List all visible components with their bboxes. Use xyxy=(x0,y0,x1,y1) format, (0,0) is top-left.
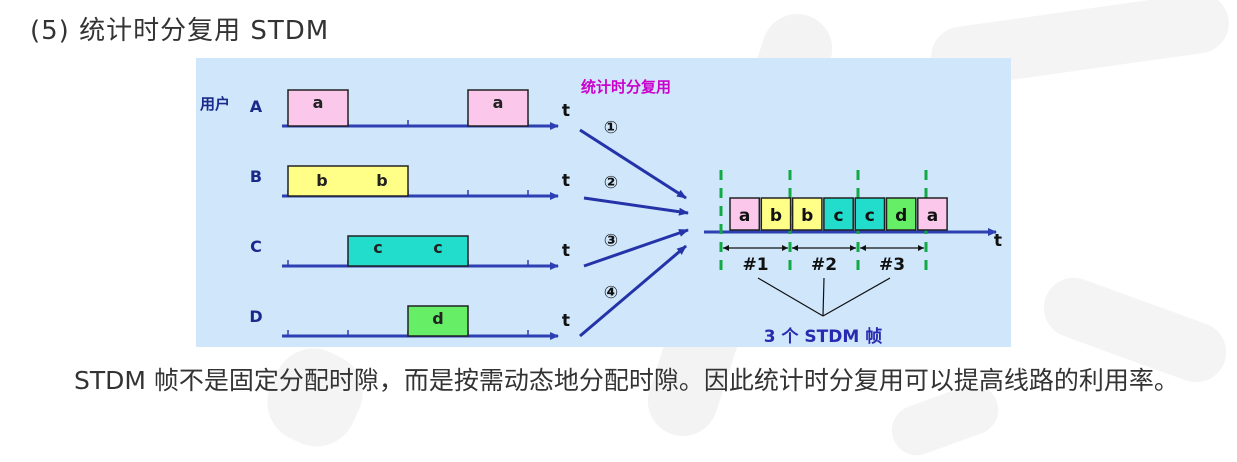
frame-slot-2 xyxy=(791,197,823,231)
frame-slot-6 xyxy=(917,197,948,231)
caption-connector-3 xyxy=(822,277,891,317)
t-label-B: t xyxy=(562,171,570,191)
slot-box-A-1 xyxy=(467,89,529,127)
arrow-number-1: ① xyxy=(604,118,618,138)
frame-slot-0 xyxy=(729,197,761,231)
arrow-number-4: ④ xyxy=(604,283,618,303)
arrow-number-3: ③ xyxy=(604,231,618,251)
slot-box-D-0 xyxy=(407,305,469,337)
frame-slot-label-6: a xyxy=(927,206,938,226)
section-heading: (5) 统计时分复用 STDM xyxy=(30,16,330,46)
slot-label-A-1: a xyxy=(493,93,504,112)
user-label: 用户 xyxy=(200,95,230,113)
slot-label-A-0: a xyxy=(313,93,324,112)
frame-label-3: #3 xyxy=(879,255,905,275)
diagram-title: 统计时分复用 xyxy=(581,78,671,96)
slot-label-D-0: d xyxy=(432,309,443,328)
slot-box-C xyxy=(347,235,469,267)
frame-slot-label-1: b xyxy=(770,206,782,226)
user-name-B: B xyxy=(250,167,262,186)
slot-label-C-1: c xyxy=(433,238,442,257)
t-label-A: t xyxy=(562,101,570,121)
frame-slot-label-0: a xyxy=(739,206,750,226)
t-label-C: t xyxy=(562,241,570,261)
frame-span-right-head-2 xyxy=(850,245,856,251)
frame-slot-5 xyxy=(885,197,917,231)
frame-span-left-head-1 xyxy=(723,245,729,251)
frame-span-left-head-3 xyxy=(860,245,866,251)
frame-slot-1 xyxy=(760,197,792,231)
arrow-number-2: ② xyxy=(604,173,618,193)
mux-arrow-4 xyxy=(579,244,687,338)
slot-box-A-0 xyxy=(287,89,349,127)
caption-connector-2 xyxy=(822,277,825,317)
mux-arrow-2 xyxy=(583,196,689,216)
user-name-D: D xyxy=(249,307,262,326)
mux-arrow-1 xyxy=(579,128,687,200)
slot-label-B-0: b xyxy=(316,171,327,190)
frame-span-left-head-2 xyxy=(792,245,798,251)
frame-label-2: #2 xyxy=(811,255,837,275)
frame-slot-4 xyxy=(854,197,886,231)
frame-span-right-head-3 xyxy=(918,245,924,251)
output-t-label: t xyxy=(994,231,1002,251)
frame-label-1: #1 xyxy=(742,255,768,275)
frame-span-right-head-1 xyxy=(782,245,788,251)
slot-box-B xyxy=(287,165,409,197)
frame-slot-label-3: c xyxy=(834,206,844,226)
caption-connector-1 xyxy=(757,277,824,317)
explanation-paragraph: STDM 帧不是固定分配时隙，而是按需动态地分配时隙。因此统计时分复用可以提高线… xyxy=(74,366,1179,395)
slot-label-C-0: c xyxy=(373,238,382,257)
slot-label-B-1: b xyxy=(376,171,387,190)
frame-slot-label-2: b xyxy=(801,206,813,226)
frame-slot-3 xyxy=(823,197,854,231)
user-name-C: C xyxy=(250,237,262,256)
user-name-A: A xyxy=(250,97,263,116)
frame-slot-label-5: d xyxy=(895,206,907,226)
t-label-D: t xyxy=(562,311,570,331)
frame-slot-label-4: c xyxy=(865,206,875,226)
mux-arrow-3 xyxy=(583,228,689,268)
frame-caption: 3 个 STDM 帧 xyxy=(764,326,882,347)
